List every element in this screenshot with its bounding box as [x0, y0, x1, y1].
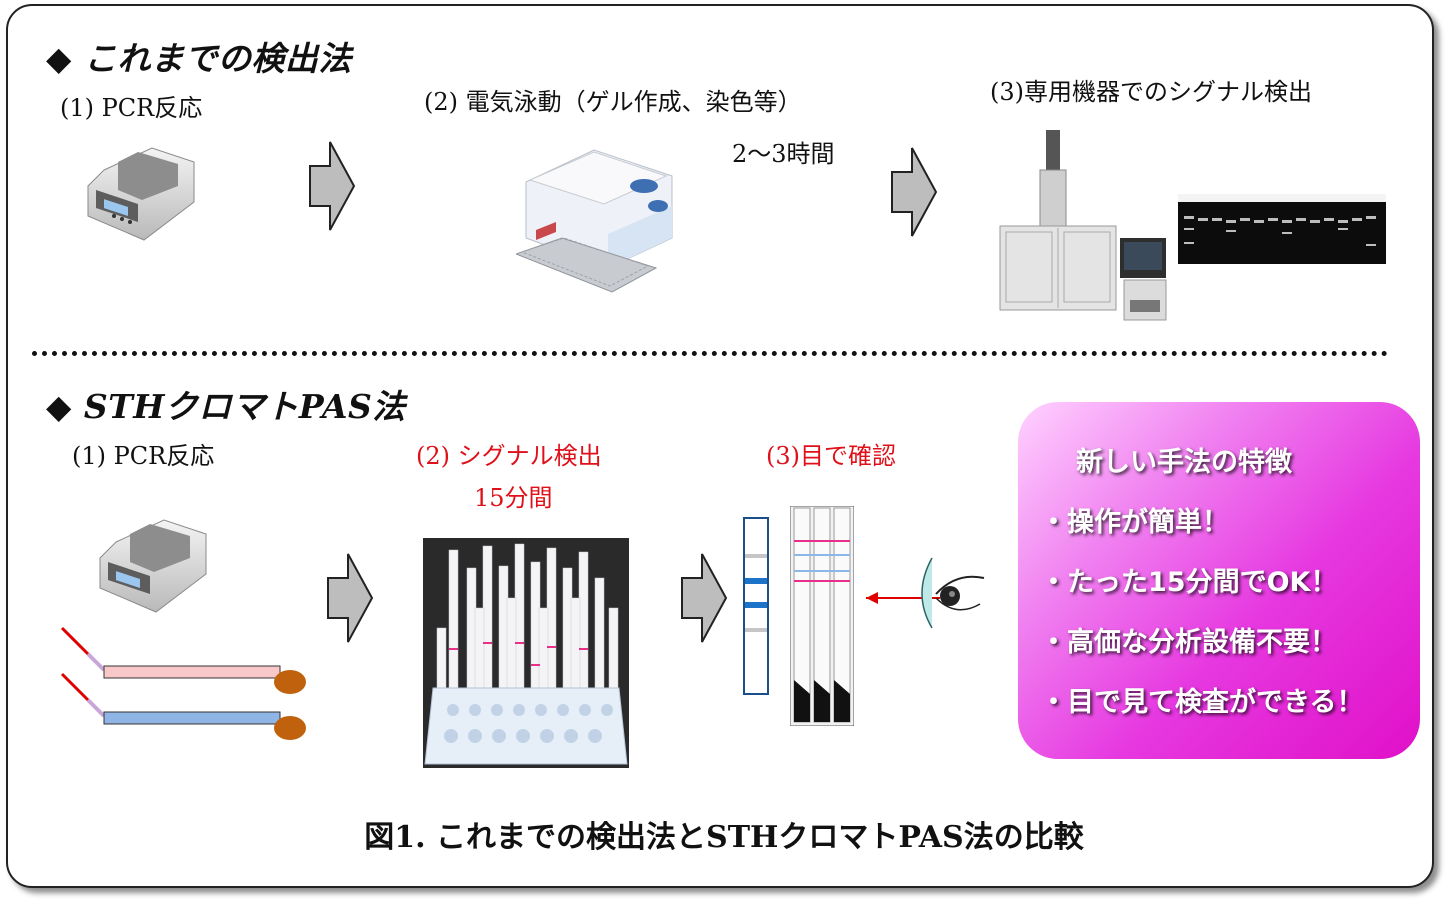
strip-rack-photo [423, 538, 629, 768]
new-step2-time: 15分間 [474, 484, 553, 512]
new-step1-label: (1) PCR反応 [72, 442, 215, 470]
figure-caption: 図1. これまでの検出法とSTHクロマトPAS法の比較 [364, 820, 1084, 855]
section-divider [32, 351, 1388, 356]
pcr-machine-image [87, 147, 195, 241]
new-method-heading: ◆ STHクロマトPAS法 [46, 387, 406, 426]
pcr-machine-image [99, 519, 207, 613]
old-step2-label: (2) 電気泳動（ゲル作成、染色等） [424, 88, 802, 116]
flow-arrow-icon [891, 147, 938, 237]
flow-arrow-icon [309, 141, 356, 231]
feature-item: ・たった15分間でOK！ [1040, 567, 1338, 598]
old-step3-label: (3)専用機器でのシグナル検出 [990, 78, 1312, 106]
strip-photo [790, 506, 854, 726]
old-step1-label: (1) PCR反応 [60, 94, 203, 122]
strip-schematic [743, 517, 769, 695]
feature-item: ・高価な分析設備不要！ [1040, 627, 1337, 658]
feature-item: ・操作が簡単！ [1040, 507, 1229, 538]
features-box: 新しい手法の特徴 ・操作が簡単！ ・たった15分間でOK！ ・高価な分析設備不要… [1018, 402, 1420, 759]
flow-arrow-icon [327, 553, 374, 643]
labeled-probes-diagram [60, 626, 306, 740]
eye-icon [866, 557, 985, 629]
new-step2-label: (2) シグナル検出 [416, 442, 602, 470]
gel-imager-image [999, 130, 1167, 321]
features-title: 新しい手法の特徴 [1076, 447, 1292, 478]
feature-item: ・目で見て検査ができる！ [1040, 687, 1364, 718]
old-method-heading: ◆ これまでの検出法 [46, 39, 352, 78]
old-step2-time: 2〜3時間 [732, 140, 835, 168]
flow-arrow-icon [681, 553, 728, 643]
new-step3-label: (3)目で確認 [766, 442, 896, 470]
electrophoresis-image [516, 149, 673, 293]
gel-result-image [1178, 194, 1386, 264]
